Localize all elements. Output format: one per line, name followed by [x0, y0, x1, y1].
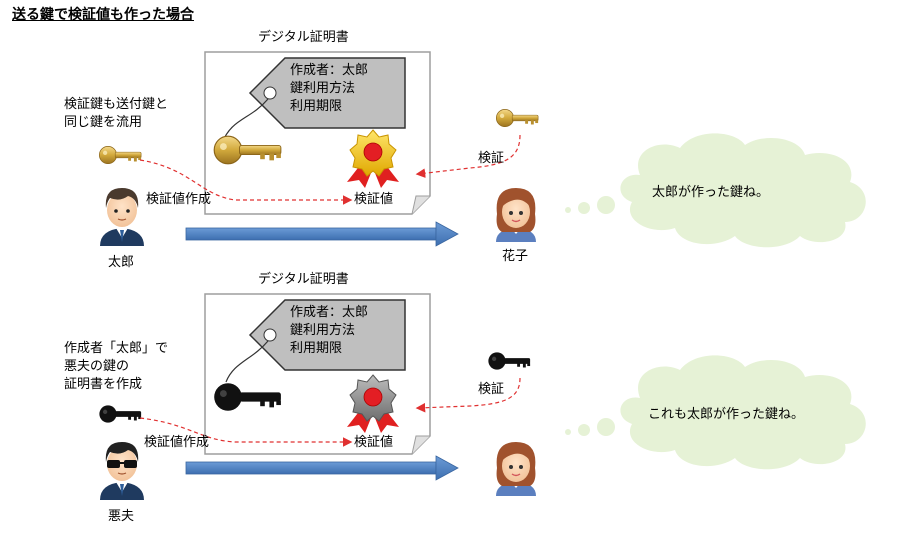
taro-avatar	[100, 188, 144, 246]
certificate-tag-text: 作成者：太郎 鍵利用方法 利用期限	[290, 62, 368, 116]
note-line: 証明書を作成	[64, 377, 143, 392]
gold-key-icon	[495, 109, 539, 127]
tag-line-creator: 作成者：太郎	[290, 63, 369, 78]
black-key-icon	[488, 352, 531, 370]
thought-text: 太郎が作った鍵ね。	[652, 185, 770, 200]
verification-value-label: 検証値	[354, 435, 394, 450]
tag-line-creator: 作成者：太郎	[290, 305, 369, 320]
black-key-icon	[99, 405, 142, 423]
verification-value-label: 検証値	[354, 192, 394, 207]
gold-key-icon	[99, 146, 142, 164]
tag-line-expiry: 利用期限	[290, 341, 343, 356]
send-arrow-top	[185, 221, 459, 247]
note-line: 同じ鍵を流用	[64, 115, 143, 130]
tag-line-expiry: 利用期限	[290, 99, 343, 114]
certificate-tag-text: 作成者：太郎 鍵利用方法 利用期限	[290, 304, 368, 358]
sender-name: 太郎	[108, 255, 135, 270]
note-line: 悪夫の鍵の	[64, 359, 130, 374]
page-title: 送る鍵で検証値も作った場合	[12, 7, 194, 23]
certificate-tag-bottom	[225, 299, 406, 383]
tag-line-usage: 鍵利用方法	[290, 81, 356, 96]
thought-text: これも太郎が作った鍵ね。	[648, 407, 805, 422]
send-arrow-bottom	[185, 455, 459, 481]
hanako-avatar	[496, 442, 536, 496]
verify-dashed-arrow-top	[415, 134, 521, 178]
note-text: 作成者「太郎」で 悪夫の鍵の 証明書を作成	[64, 340, 168, 394]
certificate-title: デジタル証明書	[258, 272, 349, 287]
create-verification-label: 検証値作成	[146, 192, 212, 207]
tag-line-usage: 鍵利用方法	[290, 323, 356, 338]
verify-dashed-arrow-bottom	[415, 377, 521, 413]
note-text: 検証鍵も送付鍵と 同じ鍵を流用	[64, 96, 168, 132]
create-dashed-arrow-bottom	[139, 417, 353, 447]
receiver-name: 花子	[502, 249, 529, 264]
gold-seal-icon	[347, 129, 399, 188]
create-dashed-arrow-top	[139, 159, 353, 205]
hanako-avatar	[496, 188, 536, 242]
certificate-tag-top	[221, 57, 406, 144]
verify-label: 検証	[478, 382, 505, 397]
sender-name: 悪夫	[108, 509, 135, 524]
thought-bubble-top	[565, 133, 866, 248]
akuo-avatar	[100, 442, 144, 500]
thought-bubble-bottom	[565, 355, 866, 470]
note-line: 作成者「太郎」で	[64, 341, 169, 356]
verify-label: 検証	[478, 151, 505, 166]
create-verification-label: 検証値作成	[144, 435, 210, 450]
certificate-title: デジタル証明書	[258, 30, 349, 45]
note-line: 検証鍵も送付鍵と	[64, 97, 169, 112]
gray-seal-icon	[347, 374, 399, 433]
